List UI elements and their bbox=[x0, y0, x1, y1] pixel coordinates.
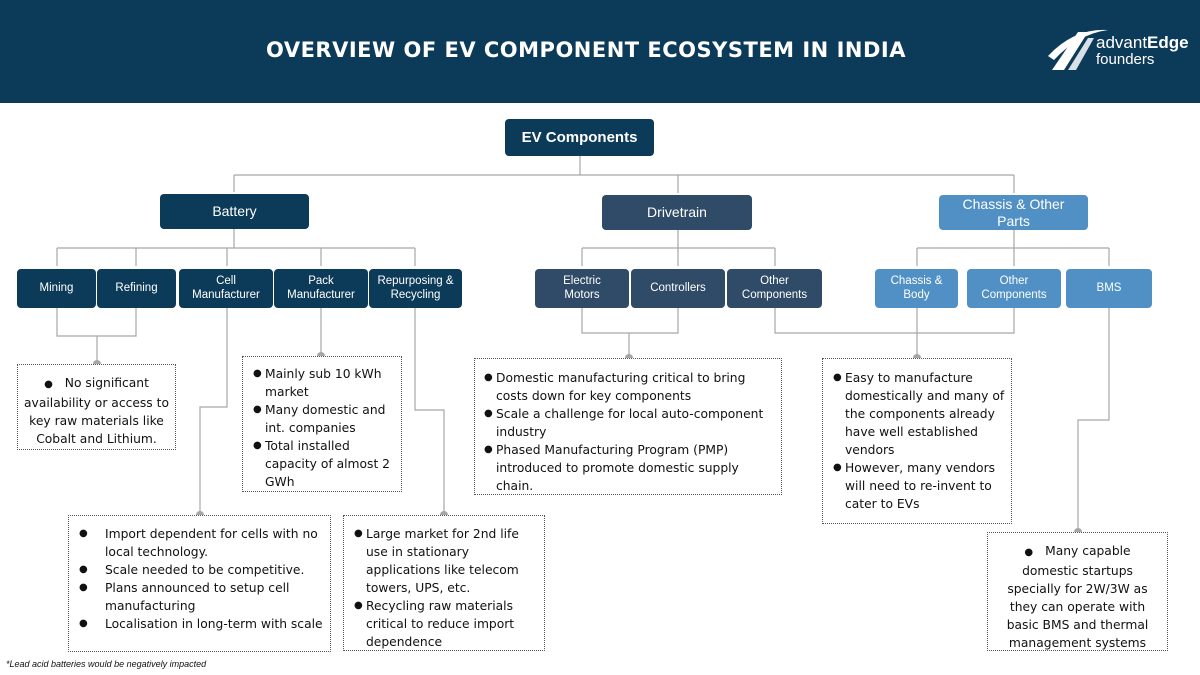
node-mining: Mining bbox=[17, 269, 96, 308]
node-controllers: Controllers bbox=[631, 269, 725, 308]
node-refining: Refining bbox=[97, 269, 176, 308]
node-cell-manufacturer: Cell Manufacturer bbox=[179, 269, 273, 308]
node-drivetrain: Drivetrain bbox=[602, 195, 752, 230]
node-electric-motors: Electric Motors bbox=[535, 269, 629, 308]
note-item: Many domestic and int. companies bbox=[253, 401, 393, 437]
note-item: Many capable domestic startups specially… bbox=[996, 542, 1159, 652]
footnote: *Lead acid batteries would be negatively… bbox=[6, 659, 207, 669]
node-chassis-other-parts: Chassis & Other Parts bbox=[939, 195, 1088, 230]
node-bms: BMS bbox=[1066, 269, 1152, 308]
note-drivetrain: Domestic manufacturing critical to bring… bbox=[474, 358, 782, 495]
note-pack-manufacturer: Mainly sub 10 kWh market Many domestic a… bbox=[242, 356, 402, 492]
note-item: Localisation in long-term with scale bbox=[79, 615, 324, 633]
node-chassis-other-components: Other Components bbox=[967, 269, 1061, 308]
note-bms: Many capable domestic startups specially… bbox=[987, 532, 1168, 651]
node-drivetrain-other-components: Other Components bbox=[727, 269, 822, 308]
node-pack-manufacturer: Pack Manufacturer bbox=[274, 269, 368, 308]
note-raw-materials: No significant availability or access to… bbox=[17, 364, 176, 450]
logo-subtitle: founders bbox=[1096, 51, 1155, 68]
note-item: However, many vendors will need to re-in… bbox=[833, 459, 1005, 513]
logo-wordmark: advantEdge bbox=[1096, 33, 1189, 52]
note-chassis: Easy to manufacture domestically and man… bbox=[822, 358, 1012, 524]
page-title: OVERVIEW OF EV COMPONENT ECOSYSTEM IN IN… bbox=[266, 38, 906, 62]
note-item: Domestic manufacturing critical to bring… bbox=[484, 369, 773, 405]
note-item: Plans announced to setup cell manufactur… bbox=[79, 579, 324, 615]
note-item: Scale a challenge for local auto-compone… bbox=[484, 405, 773, 441]
note-item: Scale needed to be competitive. bbox=[79, 561, 324, 579]
note-item: Phased Manufacturing Program (PMP) intro… bbox=[484, 441, 773, 495]
note-item: Import dependent for cells with no local… bbox=[79, 525, 324, 561]
advantedge-logo-icon bbox=[1048, 29, 1108, 70]
note-item: Easy to manufacture domestically and man… bbox=[833, 369, 1005, 459]
note-cell-manufacturer: Import dependent for cells with no local… bbox=[68, 515, 331, 652]
node-ev-components: EV Components bbox=[505, 119, 654, 156]
note-item: No significant availability or access to… bbox=[24, 374, 169, 448]
note-item: Large market for 2nd life use in station… bbox=[354, 525, 536, 597]
node-chassis-body: Chassis & Body bbox=[875, 269, 958, 308]
note-recycling: Large market for 2nd life use in station… bbox=[343, 515, 545, 651]
note-item: Total installed capacity of almost 2 GWh bbox=[253, 437, 393, 491]
note-item: Mainly sub 10 kWh market bbox=[253, 365, 393, 401]
note-item: Recycling raw materials critical to redu… bbox=[354, 597, 536, 651]
node-repurposing-recycling: Repurposing & Recycling bbox=[369, 269, 462, 308]
header-banner: OVERVIEW OF EV COMPONENT ECOSYSTEM IN IN… bbox=[0, 0, 1200, 103]
node-battery: Battery bbox=[160, 194, 309, 229]
